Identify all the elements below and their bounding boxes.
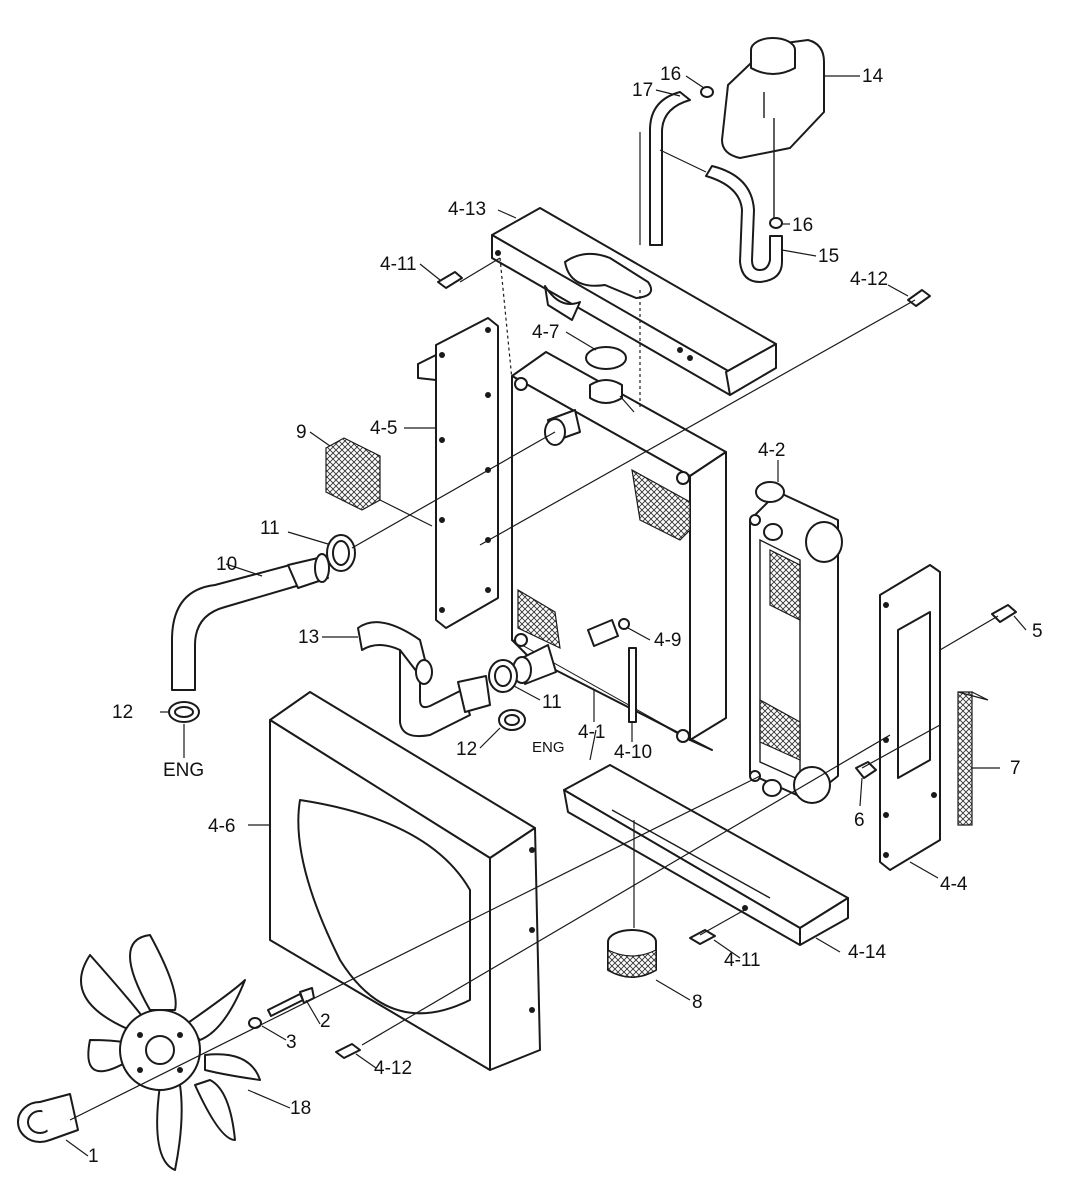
callout-4-11-top: 4-11 — [380, 254, 417, 275]
level-rod — [628, 647, 637, 723]
callout-4-6: 4-6 — [208, 816, 235, 837]
callout-4-12-top: 4-12 — [850, 269, 888, 290]
bottom-bracket — [563, 764, 849, 946]
callout-eng-right: ENG — [532, 739, 565, 756]
sponge-seal — [325, 437, 381, 511]
overflow-hose — [649, 91, 691, 246]
callout-4-4: 4-4 — [940, 874, 968, 895]
callout-16-top: 16 — [660, 64, 681, 85]
hose-clamp-upper — [326, 534, 356, 572]
tank-hose — [705, 165, 783, 283]
callout-eng-left: ENG — [163, 760, 204, 781]
callout-14: 14 — [862, 66, 884, 87]
callout-18: 18 — [290, 1098, 311, 1119]
callout-10: 10 — [216, 554, 237, 575]
radiator-core — [511, 351, 727, 751]
side-bracket-right — [879, 564, 941, 871]
upper-hose — [171, 553, 330, 691]
reserve-tank-cap-seal — [700, 86, 783, 229]
radiator-cap — [585, 346, 635, 413]
nut-6 — [855, 761, 877, 779]
hose-clamp-lower — [488, 659, 518, 693]
callout-2: 2 — [320, 1011, 331, 1032]
oil-cooler — [749, 481, 843, 804]
callout-4-7: 4-7 — [532, 322, 559, 343]
fan-shroud — [269, 691, 541, 1071]
hose-clamp-engine-lower — [498, 709, 526, 731]
callout-4-14: 4-14 — [848, 942, 886, 963]
fan-spacer — [17, 1093, 79, 1143]
callout-16-bottom: 16 — [792, 215, 813, 236]
side-plate-left — [417, 317, 499, 629]
callout-4-11-bottom: 4-11 — [724, 950, 761, 971]
fan-washer — [248, 1017, 262, 1029]
callout-12-left: 12 — [112, 702, 133, 723]
bolt-4-11-lower — [689, 929, 716, 945]
callout-9: 9 — [296, 422, 307, 443]
hose-clamp-engine-upper — [168, 701, 200, 723]
bolt-4-12-upper — [907, 289, 931, 307]
callout-12-right: 12 — [456, 739, 477, 760]
callout-1: 1 — [88, 1146, 99, 1167]
bolt-5 — [991, 604, 1017, 623]
callout-4-12-bottom: 4-12 — [374, 1058, 412, 1079]
callout-15: 15 — [818, 246, 839, 267]
fan-bolt — [267, 987, 315, 1017]
callout-6: 6 — [854, 810, 865, 831]
callout-11-top: 11 — [260, 518, 280, 539]
callout-4-9: 4-9 — [654, 630, 681, 651]
callout-17: 17 — [632, 80, 653, 101]
callout-4-13: 4-13 — [448, 199, 486, 220]
rubber-mount — [607, 929, 657, 978]
callout-4-5: 4-5 — [370, 418, 397, 439]
seal-strip — [957, 691, 973, 826]
reserve-tank — [721, 37, 825, 218]
cooling-fan — [80, 934, 261, 1171]
callout-3: 3 — [286, 1032, 297, 1053]
callout-8: 8 — [692, 992, 703, 1013]
callout-7: 7 — [1010, 758, 1021, 779]
drain-cock — [587, 618, 630, 647]
callout-4-2: 4-2 — [758, 440, 785, 461]
callout-13: 13 — [298, 627, 319, 648]
lower-hose — [357, 621, 491, 738]
top-shroud — [491, 207, 777, 396]
callout-4-1: 4-1 — [578, 722, 605, 743]
callout-5: 5 — [1032, 621, 1043, 642]
callout-11-bottom: 11 — [542, 692, 562, 713]
bolt-4-12-lower — [335, 1043, 361, 1059]
callout-4-10: 4-10 — [614, 742, 652, 763]
bolt-4-11-upper — [437, 271, 463, 289]
